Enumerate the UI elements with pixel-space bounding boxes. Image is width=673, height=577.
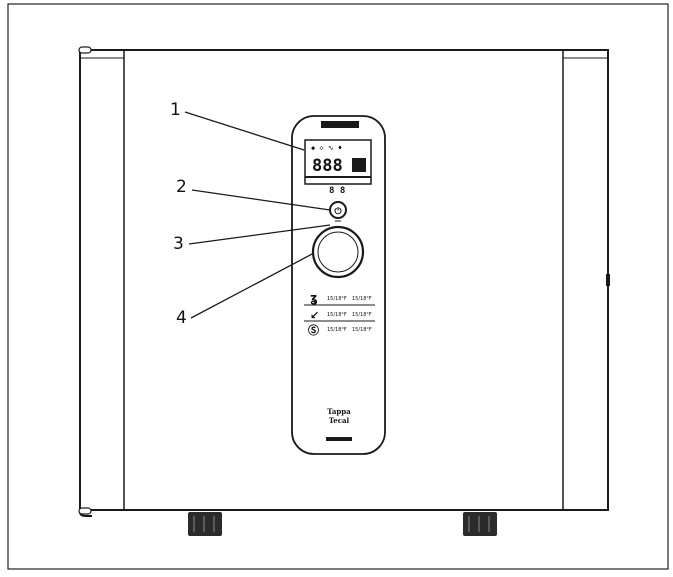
- model-label: [326, 437, 352, 441]
- power-icon: ⏻: [334, 206, 342, 217]
- temp-row-3-value: 15/18°F: [352, 327, 372, 333]
- control-panel: ◆ ◇ ∿ ♦ 888 8 8 ⏻ ʓ 15/18°F 15/18°F ↙ 15…: [291, 115, 386, 455]
- callout-3: 3: [173, 234, 184, 254]
- temp-row-3-label: 15/18°F: [327, 327, 347, 333]
- temp-row-1-value: 15/18°F: [352, 296, 372, 302]
- brand-line-2: Tecal: [329, 416, 350, 425]
- temp-row-2-value: 15/18°F: [352, 312, 372, 318]
- temperature-guide: ʓ 15/18°F 15/18°F ↙ 15/18°F 15/18°F Ⓢ 15…: [304, 291, 375, 337]
- control-knob-inner: [317, 231, 359, 273]
- callout-4: 4: [176, 308, 187, 328]
- display-sub-digits: 8 8: [329, 186, 345, 196]
- wine-icon: ↙: [310, 309, 319, 322]
- bottom-hinge: [78, 507, 92, 515]
- leader-line-3: [188, 224, 331, 245]
- leader-line-4: [190, 252, 315, 319]
- left-foot: [188, 512, 222, 536]
- control-knob[interactable]: [311, 225, 365, 279]
- display-digits: 888: [312, 156, 343, 176]
- display-indicator-icon: [352, 158, 366, 172]
- callout-1: 1: [170, 100, 181, 120]
- temp-row-2-label: 15/18°F: [327, 312, 347, 318]
- bottle-icon: Ⓢ: [308, 323, 319, 337]
- figure-frame: [7, 3, 669, 570]
- display-screen: ◆ ◇ ∿ ♦ 888 8 8: [304, 139, 372, 196]
- side-latch: [606, 274, 610, 286]
- right-foot: [463, 512, 497, 536]
- beverage-icon: ʓ: [310, 291, 318, 305]
- top-label-strip: [321, 121, 359, 128]
- feet: [188, 512, 497, 536]
- display-icons: ◆ ◇ ∿ ♦: [311, 144, 342, 152]
- brand-logo: Tappa Tecal: [327, 407, 351, 425]
- temp-row-1-label: 15/18°F: [327, 296, 347, 302]
- top-hinge: [78, 46, 92, 54]
- leader-lines: [184, 111, 331, 319]
- callout-2: 2: [176, 177, 187, 197]
- leader-line-1: [184, 111, 305, 151]
- brand-line-1: Tappa: [327, 407, 351, 416]
- leader-line-2: [191, 189, 331, 211]
